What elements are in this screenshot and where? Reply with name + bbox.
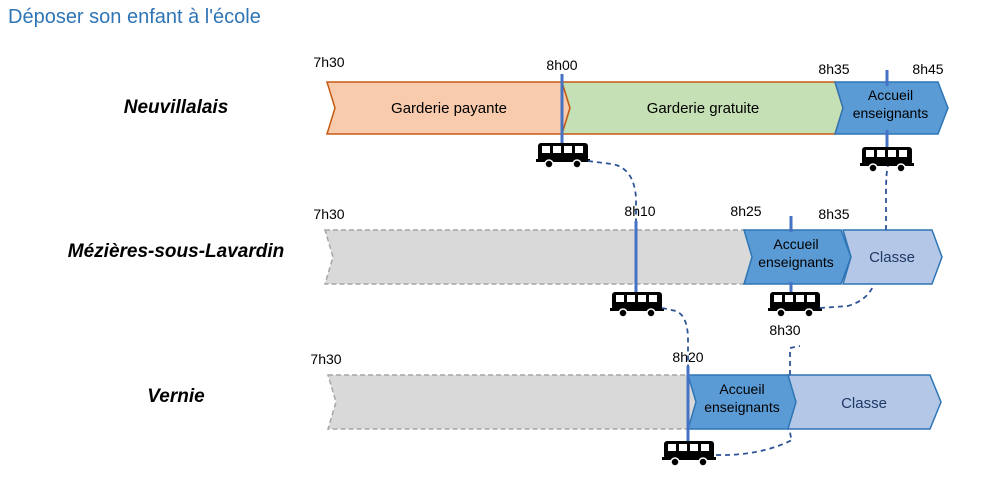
- segment-accueil-enseignants: [742, 229, 852, 285]
- time-label: 8h25: [730, 203, 761, 219]
- bus-route: [661, 307, 689, 366]
- segment-label-accueil-row3: Accueil enseignants: [704, 381, 780, 415]
- bus-route: [819, 283, 875, 309]
- segment-label-garderie-gratuite: Garderie gratuite: [647, 100, 760, 117]
- town-label-neuvillalais: Neuvillalais: [124, 97, 229, 118]
- time-label: 8h30: [769, 322, 800, 338]
- bus-icon: [535, 142, 591, 169]
- time-label: 7h30: [313, 54, 344, 70]
- segment-accueil-enseignants: [833, 81, 949, 135]
- bus-route: [715, 428, 794, 456]
- bus-icon: [661, 440, 717, 467]
- bus-icon: [609, 291, 665, 318]
- time-label: 8h00: [546, 57, 577, 73]
- segment-classe: [841, 229, 943, 285]
- segment-label-classe: Classe: [841, 395, 887, 412]
- bus-icon: [767, 291, 823, 318]
- page-title: Déposer son enfant à l'école: [8, 6, 261, 28]
- time-label: 8h10: [624, 203, 655, 219]
- time-label: 7h30: [310, 351, 341, 367]
- segment-label-accueil-row2: Accueil enseignants: [758, 236, 834, 270]
- bus-route: [789, 345, 801, 375]
- segment-label-classe: Classe: [869, 249, 915, 266]
- time-label: 8h35: [818, 206, 849, 222]
- town-label-mezieres: Mézières-sous-Lavardin: [68, 241, 284, 262]
- bus-routes: [587, 160, 889, 456]
- segment-label-accueil-row1: Accueil enseignants: [853, 87, 929, 121]
- town-label-vernie: Vernie: [147, 386, 205, 407]
- time-label: 7h30: [313, 206, 344, 222]
- time-label: 8h45: [912, 61, 943, 77]
- bus-route: [885, 165, 889, 230]
- segment-inactive: [326, 374, 699, 430]
- time-label: 8h35: [818, 61, 849, 77]
- segment-label-garderie-payante: Garderie payante: [391, 100, 507, 117]
- segment-classe: [786, 374, 942, 430]
- segment-inactive: [323, 229, 757, 285]
- bus-icon: [859, 146, 915, 173]
